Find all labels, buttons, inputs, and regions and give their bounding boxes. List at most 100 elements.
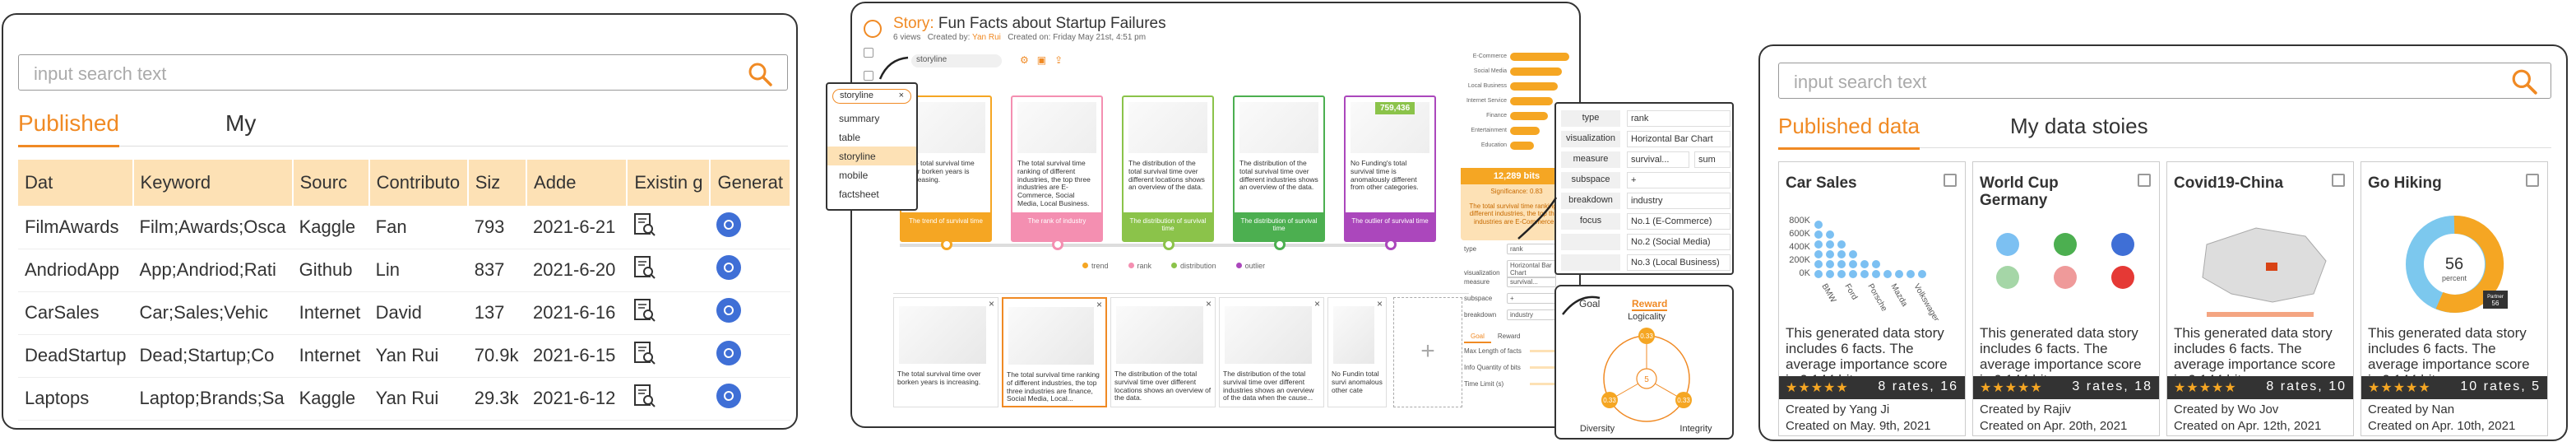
gallery-tabs: Published data My data stoies xyxy=(1778,107,2551,150)
close-icon[interactable]: × xyxy=(1096,299,1102,310)
timeline-dot[interactable] xyxy=(1385,239,1397,250)
column-header[interactable]: Adde xyxy=(526,160,628,206)
fact-thumbnail[interactable]: ×The distribution of the total survival … xyxy=(1110,297,1216,407)
tab-published[interactable]: Published xyxy=(18,110,119,147)
fact-thumbnail[interactable]: ×No Fundin total survi anomalous other c… xyxy=(1327,297,1387,407)
timeline-dot[interactable] xyxy=(1163,239,1174,250)
settings-icon[interactable]: ⚙ xyxy=(1020,54,1029,66)
add-fact-button[interactable]: + xyxy=(1393,297,1462,407)
rating-count: 8 rates, 10 xyxy=(2266,379,2347,393)
tab-my-data-stories[interactable]: My data stoies xyxy=(2010,114,2148,138)
search-icon[interactable] xyxy=(748,62,772,86)
timeline-dot[interactable] xyxy=(1274,239,1286,250)
config-value[interactable]: rank xyxy=(1627,110,1730,127)
column-header[interactable]: Contributo xyxy=(368,160,469,206)
goal-key: Time Limit (s) xyxy=(1464,380,1504,388)
share-icon[interactable] xyxy=(2138,174,2151,187)
document-search-icon[interactable] xyxy=(633,212,656,237)
goal-slider[interactable] xyxy=(1530,350,1563,353)
card-rating: ★★★★★ 8 rates, 10 xyxy=(2167,376,2353,399)
document-search-icon[interactable] xyxy=(633,341,656,365)
document-search-icon[interactable] xyxy=(633,384,656,408)
layout-dropdown-selected[interactable]: storyline × xyxy=(832,89,911,104)
star-rating-icon[interactable]: ★★★★★ xyxy=(2368,381,2431,395)
goal-slider[interactable] xyxy=(1530,366,1563,370)
generate-gear-icon[interactable] xyxy=(716,298,742,323)
dataset-search-input[interactable]: input search text xyxy=(18,54,788,91)
column-header[interactable]: Keyword xyxy=(132,160,294,206)
generate-gear-icon[interactable] xyxy=(716,384,742,408)
config-value[interactable]: + xyxy=(1627,172,1730,188)
generate-gear-icon[interactable] xyxy=(716,341,742,365)
close-icon[interactable]: × xyxy=(988,298,994,309)
fact-thumbnail[interactable]: ×The total survival time ranking of diff… xyxy=(1002,297,1107,407)
export-icon[interactable]: ⇪ xyxy=(1054,54,1063,66)
story-slide[interactable]: The total survival time ranking of diffe… xyxy=(1011,95,1103,242)
config-value[interactable]: No.3 (Local Business) xyxy=(1627,254,1730,271)
config-key: visualization xyxy=(1561,131,1620,147)
close-icon[interactable]: × xyxy=(1313,298,1320,309)
config-aggregate[interactable]: sum xyxy=(1694,151,1730,168)
generate-gear-icon[interactable] xyxy=(716,255,742,280)
config-value[interactable]: Horizontal Bar Chart xyxy=(1627,131,1730,147)
gallery-search-input[interactable]: input search text xyxy=(1778,63,2551,99)
layout-icon[interactable] xyxy=(864,48,873,58)
star-rating-icon[interactable]: ★★★★★ xyxy=(1980,381,2043,395)
tab-my[interactable]: My xyxy=(225,110,257,136)
star-rating-icon[interactable]: ★★★★★ xyxy=(2174,381,2237,395)
document-search-icon[interactable] xyxy=(633,255,656,280)
share-icon[interactable] xyxy=(2526,174,2539,187)
tab-reward[interactable]: Reward xyxy=(1497,333,1521,340)
close-icon[interactable]: × xyxy=(1376,298,1383,309)
fact-thumbnail[interactable]: ×The distribution of the total survival … xyxy=(1219,297,1324,407)
config-value[interactable]: No.1 (E-Commerce) xyxy=(1627,213,1730,230)
dot-mark xyxy=(1814,230,1823,239)
card-rating: ★★★★★8 rates, 16 xyxy=(1779,376,1965,399)
fact-thumbnail[interactable]: ×The total survival time over borken yea… xyxy=(893,297,998,407)
goal-tab[interactable]: Goal xyxy=(1579,298,1601,309)
layout-select[interactable]: storyline xyxy=(911,54,1002,67)
save-icon[interactable]: ▣ xyxy=(1036,54,1047,66)
close-icon[interactable]: × xyxy=(1205,298,1212,309)
layout-option[interactable]: mobile xyxy=(839,170,869,181)
reward-tab[interactable]: Reward xyxy=(1632,298,1668,311)
column-header[interactable]: Siz xyxy=(467,160,528,206)
bar xyxy=(1510,82,1558,91)
share-icon[interactable] xyxy=(1944,174,1957,187)
column-header[interactable]: Existin g xyxy=(627,160,711,206)
config-value[interactable]: No.2 (Social Media) xyxy=(1627,234,1730,250)
search-icon[interactable] xyxy=(2511,68,2537,95)
tab-published-data[interactable]: Published data xyxy=(1778,114,1920,150)
layout-option[interactable]: factsheet xyxy=(839,188,879,200)
layout-option[interactable]: summary xyxy=(839,113,880,124)
column-header[interactable]: Generat xyxy=(710,160,791,206)
config-value[interactable]: survival... xyxy=(1507,277,1556,287)
layout-option[interactable]: storyline xyxy=(827,147,916,165)
generate-gear-icon[interactable] xyxy=(716,212,742,237)
story-slide[interactable]: The distribution of the total survival t… xyxy=(1122,95,1214,242)
layout-option[interactable]: table xyxy=(839,132,861,143)
tab-goal[interactable]: Goal xyxy=(1464,331,1491,343)
column-header[interactable]: Dat xyxy=(18,160,134,206)
timeline-dot[interactable] xyxy=(1052,239,1063,250)
document-search-icon[interactable] xyxy=(633,298,656,323)
close-icon[interactable]: × xyxy=(898,91,904,100)
column-header[interactable]: Sourc xyxy=(292,160,370,206)
goal-slider[interactable] xyxy=(1530,383,1563,386)
timeline-dot[interactable] xyxy=(941,239,952,250)
config-value[interactable]: industry xyxy=(1627,193,1730,209)
share-icon[interactable] xyxy=(2332,174,2345,187)
data-icon[interactable] xyxy=(864,71,873,81)
config-value[interactable]: survival... xyxy=(1627,151,1689,168)
star-rating-icon[interactable]: ★★★★★ xyxy=(1786,381,1849,395)
